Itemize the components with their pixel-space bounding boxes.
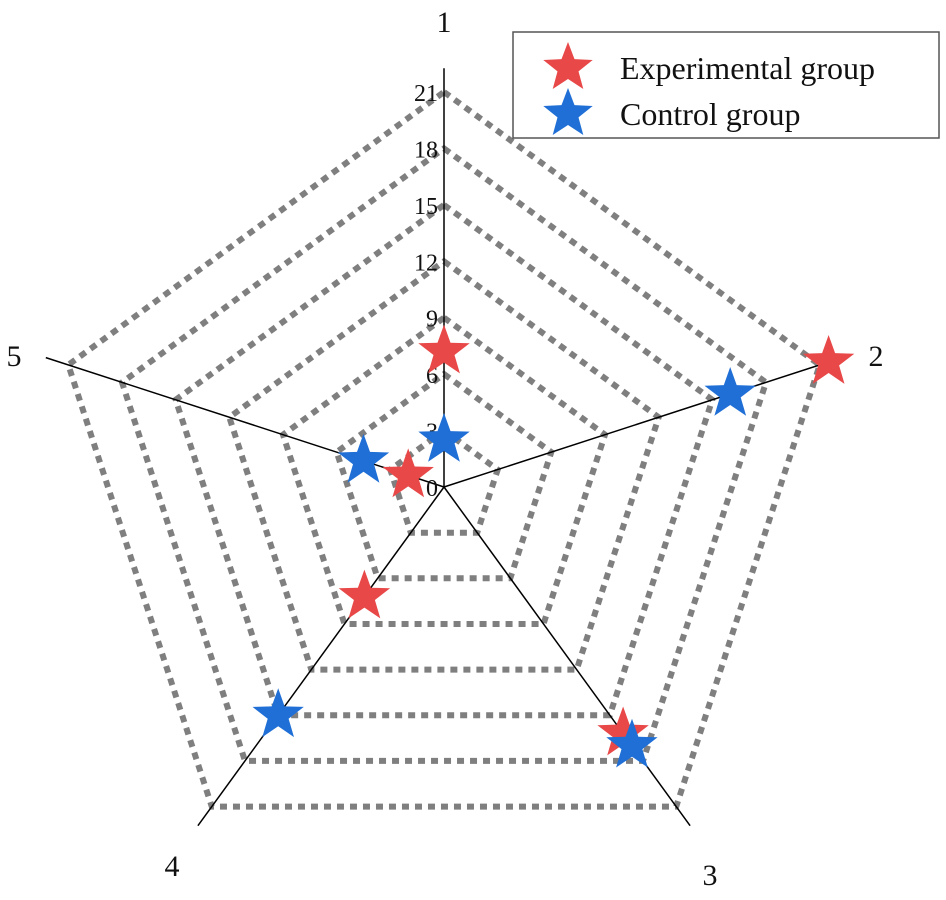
legend-marker-control: [543, 88, 593, 135]
axis-line-2: [443, 356, 843, 488]
grid-ring-18: [118, 144, 770, 764]
grid-ring-9: [279, 313, 609, 627]
grid-ring-15: [172, 201, 716, 719]
tick-label-0: 0: [426, 476, 438, 502]
axis-line-4: [197, 486, 445, 827]
tick-label-9: 9: [426, 307, 438, 333]
data-point-control-1: [418, 413, 470, 462]
grid-layer: [64, 88, 824, 810]
grid-ring-6: [333, 370, 555, 582]
grid-ring-12: [225, 257, 663, 673]
tick-label-18: 18: [414, 137, 438, 163]
data-point-experimental-5: [382, 448, 434, 498]
legend-box: [512, 31, 940, 139]
legend-label-experimental: Experimental group: [620, 50, 875, 86]
axis-line-5: [45, 356, 445, 488]
data-point-experimental-3: [597, 706, 649, 756]
axis-label-2: 2: [869, 340, 884, 373]
tick-label-15: 15: [414, 194, 438, 220]
tick-label-6: 6: [426, 363, 438, 389]
axis-line-3: [443, 486, 691, 827]
data-point-experimental-1: [418, 324, 470, 374]
data-point-experimental-4: [338, 569, 391, 619]
data-point-control-5: [337, 433, 390, 483]
data-point-control-3: [606, 718, 658, 768]
grid-ring-21: [64, 88, 824, 810]
data-point-control-4: [252, 688, 304, 738]
tick-label-12: 12: [414, 250, 438, 276]
legend-label-control: Control group: [620, 96, 800, 132]
axis-label-5: 5: [7, 340, 22, 373]
tick-label-21: 21: [414, 81, 438, 107]
marker-layer: [252, 324, 855, 768]
grid-ring-3: [386, 426, 502, 536]
data-point-experimental-2: [802, 335, 855, 384]
axis-label-1: 1: [437, 6, 452, 39]
axis-label-3: 3: [703, 859, 718, 892]
legend-marker-experimental: [543, 42, 593, 89]
data-point-control-2: [704, 367, 756, 416]
axis-label-4: 4: [165, 850, 180, 883]
